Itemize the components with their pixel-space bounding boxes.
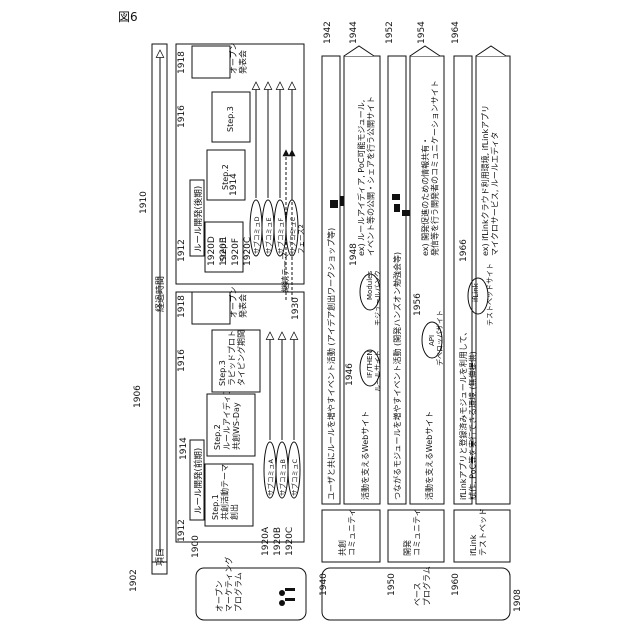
ref-number: 1912	[177, 519, 187, 542]
phase2-event-label: オープン発表会	[229, 42, 248, 74]
phase1-event-box	[192, 292, 230, 324]
cocreation-modules-caption: モジュールバンク	[374, 270, 382, 326]
continue-theme-label: 継続テーマ	[280, 252, 290, 292]
figure-label: 図6	[118, 8, 138, 25]
phase1-subcom-label: サブコミュC	[290, 459, 299, 497]
cocreation-example: ex) ルールアイディア, PoC可能モジュール,イベント等の公開・シェアを行う…	[356, 96, 376, 256]
ref-number: 1906	[133, 385, 143, 408]
ref-number: 1918	[177, 51, 187, 74]
ref-number: 1950	[387, 573, 397, 596]
ref-number: 1900	[191, 535, 201, 558]
cocreation-main: ユーザと共にルールを増やすイベント活動 (アイデア創出ワークショップ等)	[326, 228, 336, 500]
ref-number: 1902	[129, 569, 139, 592]
ref-number: 1916	[177, 105, 187, 128]
ref-number: 1964	[451, 21, 461, 44]
ref-number: 1920C	[285, 527, 295, 556]
phase2-subcom-label: サブコミュF	[276, 218, 285, 255]
ref-number: 1966	[459, 239, 469, 262]
ref-number: 1918	[177, 295, 187, 318]
phase2-subcom-label: サブコミュCフェーズ2	[288, 217, 305, 255]
ref-number: 1960	[451, 573, 461, 596]
column-chevron	[410, 46, 440, 56]
ref-number: 1956	[413, 293, 423, 316]
phase2-title: ルール開発(後期)	[193, 186, 204, 252]
ref-number: 1914	[229, 173, 239, 196]
ref-number: 1940	[319, 573, 329, 596]
column-chevron	[344, 46, 374, 56]
ref-number: 1930	[291, 297, 301, 320]
phase2-subcom-group: サブコミュDサブコミュEサブコミュFサブコミュCフェーズ2	[250, 82, 305, 256]
ref-number: 1920F	[231, 238, 241, 266]
ref-number: 1912	[177, 239, 187, 262]
dev-site: 活動を支えるWebサイト	[424, 411, 434, 500]
phase2-event-box	[192, 46, 230, 78]
testbed-main: ifLinkアプリと登録済みモジュールを利用して、試作, PoC等を実行できる環…	[458, 328, 478, 500]
phase1-subcom-group: サブコミュAサブコミュBサブコミュC	[264, 332, 300, 498]
ref-number: 1920A	[261, 526, 271, 556]
ref-number: 1920B	[273, 527, 283, 556]
column-chevron	[476, 46, 506, 56]
header-item-label: 項目	[155, 548, 166, 566]
header-timeline-label: 経過時間	[154, 276, 166, 312]
dev-api-caption: デベロッパサイト	[435, 310, 444, 366]
testbed-cloud-badge: ifLink	[472, 282, 480, 302]
ref-number: 1914	[179, 437, 189, 460]
phase2-step3-label: Step.3	[226, 106, 235, 132]
phase1-event-label: オープン発表会	[229, 286, 248, 318]
testbed-cloud-caption: テストベッドサイト	[486, 263, 494, 326]
ref-number: 1910	[139, 191, 149, 214]
open-marketing-label: オープンマーケティングプログラム	[215, 557, 243, 612]
ref-number: 1954	[417, 21, 427, 44]
ref-number: 1920C	[243, 237, 253, 266]
ref-number: 1920E	[219, 237, 229, 266]
ref-number: 1944	[349, 21, 359, 44]
phase1-title: ルール開発(前期)	[193, 448, 204, 514]
dev-main: つながるモジュールを増やすイベント活動 (開発ハンズオン勉強会等)	[392, 252, 402, 500]
ref-number: 1952	[385, 21, 395, 44]
ref-number: 1946	[345, 363, 355, 386]
ref-number: 1908	[513, 589, 523, 612]
ref-number: 1942	[323, 21, 333, 44]
open-marketing-box	[196, 568, 306, 620]
cocreation-ifthen-badge: IF/THEN	[366, 350, 374, 378]
phase1-subcom-label: サブコミュB	[278, 459, 287, 496]
ref-number: 1920D	[207, 236, 217, 266]
cocreation-site: 活動を支えるWebサイト	[360, 411, 370, 500]
phase2-subcom-label: サブコミュE	[264, 217, 273, 254]
phase2-subcom-label: サブコミュD	[252, 216, 261, 254]
ref-number: 1916	[177, 349, 187, 372]
dev-api-badge: API	[428, 335, 436, 346]
ref-number: 1948	[349, 243, 359, 266]
phase1-subcom-label: サブコミュA	[266, 459, 275, 497]
